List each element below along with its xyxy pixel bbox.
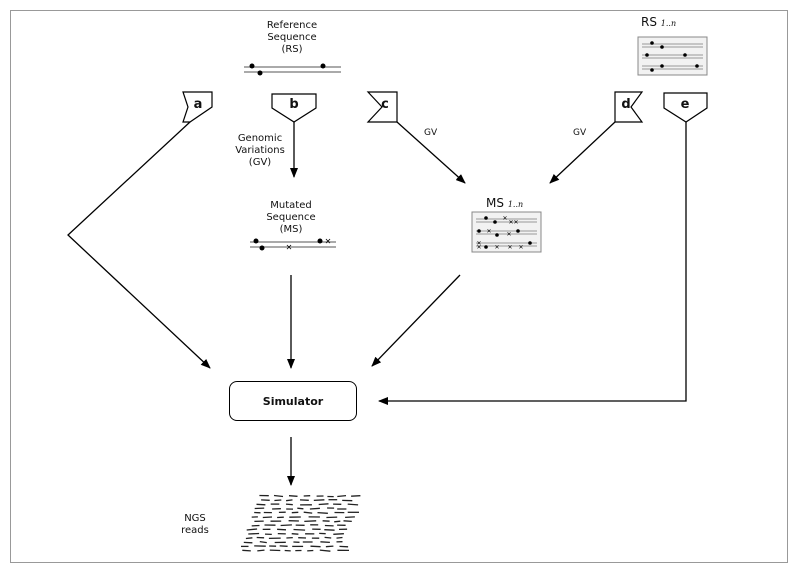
input-shape-b [271,93,317,123]
svg-text:✕: ✕ [502,215,507,222]
svg-text:✕: ✕ [325,237,332,246]
genomic-variations-label: Genomic Variations (GV) [235,133,285,168]
svg-text:✕: ✕ [286,243,293,252]
ngs-read [310,545,321,548]
arrow-c-to-msn [396,121,466,184]
ngs-read [343,520,352,523]
ngs-read [242,549,251,552]
arrow-e-to-simulator [378,122,687,405]
ngs-read [277,528,287,531]
input-label-e: e [680,97,690,112]
mutated-sequence-graphic: ✕ ✕ [250,237,336,252]
ngs-read [325,545,334,548]
ngs-reads-graphic [241,494,361,552]
ngs-read [285,503,293,506]
ngs-read [319,549,331,552]
input-label-d: d [621,97,631,112]
ngs-read [318,503,329,506]
ngs-read [337,494,347,498]
svg-text:✕: ✕ [507,244,512,251]
input-label-c: c [381,97,389,112]
rs-multi-panel [637,36,708,76]
input-shape-d [614,91,644,123]
input-label-a: a [193,97,203,112]
ngs-read [288,495,298,497]
ngs-read [317,511,328,514]
ms-multi-panel: ✕✕✕ ✕✕ ✕✕✕✕✕ [471,211,542,253]
gv-label-c: GV [424,128,438,138]
ngs-read [257,549,265,552]
ngs-read [256,503,266,506]
reference-sequence-graphic [244,63,341,76]
svg-text:✕: ✕ [508,219,513,226]
ngs-read [259,540,267,544]
ngs-read [246,528,258,531]
ms-multi-title: MS 1..n [486,196,524,210]
rs-multi-title: RS 1..n [641,15,677,29]
ngs-reads-label: NGS reads [181,513,209,536]
arrow-d-to-msn [549,121,616,184]
ngs-read [245,537,253,540]
ngs-read [345,516,355,519]
svg-text:✕: ✕ [513,219,518,226]
ngs-read [324,529,335,531]
svg-text:✕: ✕ [494,244,499,251]
ngs-read [293,528,306,531]
ngs-read [313,499,325,502]
ngs-read [324,536,332,539]
ngs-read [248,532,260,535]
svg-text:✕: ✕ [518,244,523,251]
diagram-frame [10,10,788,563]
input-label-b: b [289,97,299,112]
ngs-read [274,499,282,502]
gv-label-d: GV [573,128,587,138]
ngs-read [273,494,284,498]
ngs-read [304,520,317,523]
input-shape-e [663,92,708,123]
ngs-read [286,499,293,502]
simulator-box[interactable]: Simulator [229,381,357,421]
mutated-sequence-label: Mutated Sequence (MS) [266,200,316,235]
ngs-read [347,503,359,506]
ngs-read [280,524,292,527]
ngs-read [320,541,330,544]
svg-text:✕: ✕ [476,240,481,247]
ngs-read [297,507,304,510]
ngs-read [351,495,361,497]
input-shape-c [366,91,398,123]
svg-text:✕: ✕ [476,244,481,251]
arrow-msn-to-simulator [371,274,461,367]
ngs-read [303,511,313,514]
ngs-read [334,520,341,523]
ngs-read [262,516,273,519]
arrow-a-to-simulator [67,121,211,369]
ngs-read [309,507,320,510]
ngs-read [291,533,299,535]
svg-text:✕: ✕ [506,231,511,238]
reference-sequence-label: Reference Sequence (RS) [266,20,318,55]
svg-text:✕: ✕ [486,228,491,235]
ngs-read [336,536,343,539]
ngs-read [333,533,344,535]
